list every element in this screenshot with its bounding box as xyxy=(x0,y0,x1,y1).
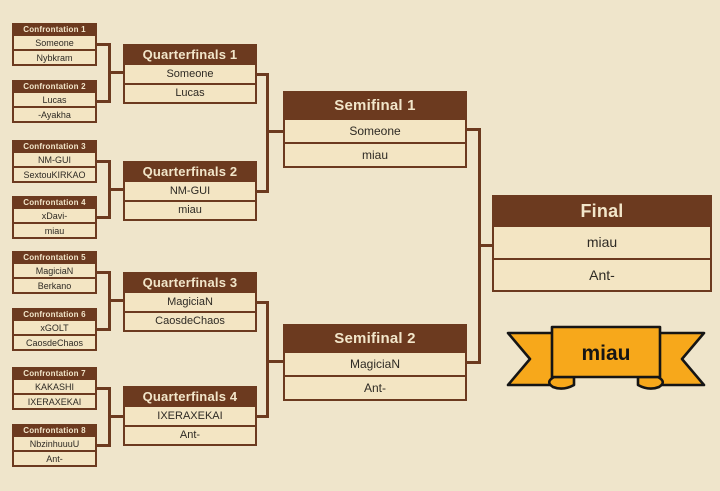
match-final: Final miau Ant- xyxy=(492,195,712,292)
match-title: Confrontation 6 xyxy=(23,310,86,319)
player-slot: CaosdeChaos xyxy=(125,312,255,330)
ribbon-right-curl xyxy=(636,375,665,390)
player-slot: Ant- xyxy=(494,259,710,290)
connector-line xyxy=(257,301,269,304)
match-title: Confrontation 7 xyxy=(23,369,86,378)
connector-line xyxy=(108,71,123,74)
player-slot: CaosdeChaos xyxy=(14,336,95,349)
player-slot: xGOLT xyxy=(14,321,95,334)
match-confrontation-4: Confrontation 4 xDavi- miau xyxy=(12,196,97,239)
match-title: Confrontation 4 xyxy=(23,198,86,207)
match-quarterfinal-4: Quarterfinals 4 IXERAXEKAI Ant- xyxy=(123,386,257,446)
match-confrontation-6: Confrontation 6 xGOLT CaosdeChaos xyxy=(12,308,97,351)
player-slot: Lucas xyxy=(14,93,95,106)
player-slot: NbzinhuuuU xyxy=(14,437,95,450)
connector-line xyxy=(108,188,123,191)
match-confrontation-8: Confrontation 8 NbzinhuuuU Ant- xyxy=(12,424,97,467)
connector-line xyxy=(97,444,111,447)
player-slot: xDavi- xyxy=(14,209,95,222)
connector-line xyxy=(97,216,111,219)
connector-line xyxy=(266,73,269,193)
connector-line xyxy=(97,387,111,390)
player-slot: IXERAXEKAI xyxy=(125,407,255,425)
connector-line xyxy=(266,130,283,133)
player-slot: miau xyxy=(285,144,465,166)
player-slot: Someone xyxy=(14,36,95,49)
player-slot: miau xyxy=(494,227,710,258)
connector-line xyxy=(108,299,123,302)
player-slot: Berkano xyxy=(14,279,95,292)
connector-line xyxy=(97,271,111,274)
ribbon-panel xyxy=(550,325,662,379)
match-title: Quarterfinals 1 xyxy=(142,47,238,62)
match-quarterfinal-3: Quarterfinals 3 MagiciaN CaosdeChaos xyxy=(123,272,257,332)
player-slot: Lucas xyxy=(125,84,255,102)
player-slot: NM-GUI xyxy=(14,153,95,166)
match-title: Quarterfinals 3 xyxy=(142,275,238,290)
player-slot: KAKASHI xyxy=(14,380,95,393)
connector-line xyxy=(266,360,283,363)
player-slot: Someone xyxy=(285,120,465,142)
match-title: Quarterfinals 2 xyxy=(142,164,238,179)
ribbon-left-curl xyxy=(547,375,576,390)
match-title: Final xyxy=(580,200,624,221)
match-title: Quarterfinals 4 xyxy=(142,389,238,404)
player-slot: MagiciaN xyxy=(125,293,255,311)
connector-line xyxy=(97,160,111,163)
player-slot: Ant- xyxy=(285,377,465,399)
player-slot: miau xyxy=(125,201,255,219)
match-title: Confrontation 1 xyxy=(23,25,86,34)
match-title: Semifinal 2 xyxy=(334,330,416,347)
player-slot: Ant- xyxy=(14,452,95,465)
player-slot: SextouKIRKAO xyxy=(14,168,95,181)
connector-line xyxy=(97,100,111,103)
match-title: Confrontation 3 xyxy=(23,142,86,151)
match-title: Confrontation 8 xyxy=(23,426,86,435)
match-confrontation-3: Confrontation 3 NM-GUI SextouKIRKAO xyxy=(12,140,97,183)
player-slot: IXERAXEKAI xyxy=(14,395,95,408)
connector-line xyxy=(266,301,269,418)
match-title: Confrontation 2 xyxy=(23,82,86,91)
match-quarterfinal-1: Quarterfinals 1 Someone Lucas xyxy=(123,44,257,104)
connector-line xyxy=(467,128,481,131)
player-slot: MagiciaN xyxy=(14,264,95,277)
player-slot: -Ayakha xyxy=(14,108,95,121)
match-confrontation-5: Confrontation 5 MagiciaN Berkano xyxy=(12,251,97,294)
connector-line xyxy=(97,43,111,46)
connector-line xyxy=(257,190,269,193)
connector-line xyxy=(257,415,269,418)
player-slot: Ant- xyxy=(125,426,255,444)
match-title: Semifinal 1 xyxy=(334,97,416,114)
connector-line xyxy=(467,361,481,364)
match-quarterfinal-2: Quarterfinals 2 NM-GUI miau xyxy=(123,161,257,221)
player-slot: NM-GUI xyxy=(125,182,255,200)
connector-line xyxy=(257,73,269,76)
player-slot: Someone xyxy=(125,65,255,83)
player-slot: MagiciaN xyxy=(285,353,465,375)
connector-line xyxy=(97,328,111,331)
match-confrontation-7: Confrontation 7 KAKASHI IXERAXEKAI xyxy=(12,367,97,410)
player-slot: miau xyxy=(14,224,95,237)
match-confrontation-1: Confrontation 1 Someone Nybkram xyxy=(12,23,97,66)
match-title: Confrontation 5 xyxy=(23,253,86,262)
match-semifinal-2: Semifinal 2 MagiciaN Ant- xyxy=(283,324,467,401)
connector-line xyxy=(478,244,492,247)
connector-line xyxy=(108,415,123,418)
winner-ribbon: miau xyxy=(506,325,706,390)
match-semifinal-1: Semifinal 1 Someone miau xyxy=(283,91,467,168)
player-slot: Nybkram xyxy=(14,51,95,64)
match-confrontation-2: Confrontation 2 Lucas -Ayakha xyxy=(12,80,97,123)
winner-name: miau xyxy=(581,342,630,365)
